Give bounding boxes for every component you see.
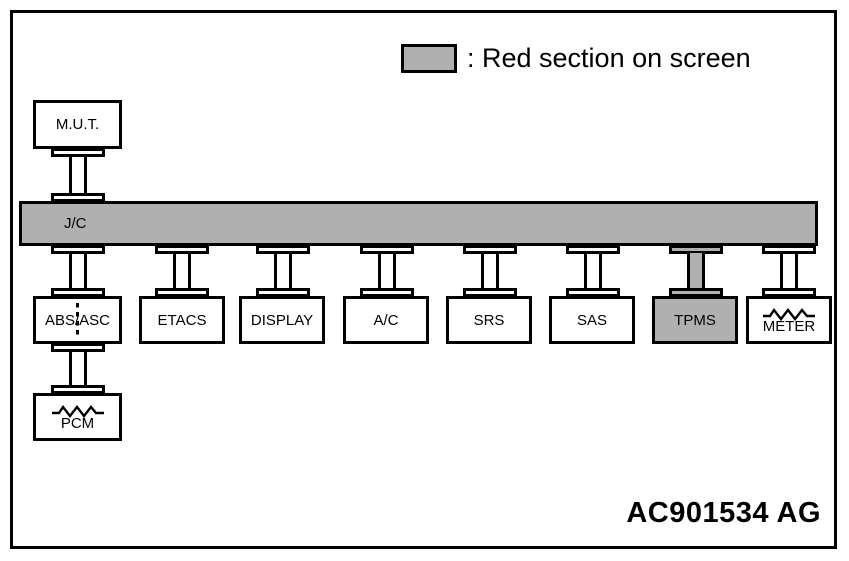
connector-jc-to-ac (360, 245, 414, 297)
node-meter-label: METER (762, 318, 816, 335)
connector-jc-to-meter (762, 245, 816, 297)
node-ac[interactable]: A/C (343, 296, 429, 344)
connector-cap-top (566, 245, 620, 254)
connector-mut-to-jc (51, 148, 105, 202)
connector-leg-right (84, 351, 87, 386)
connector-leg-right (393, 253, 396, 289)
connector-cap-bottom (669, 288, 723, 297)
connector-cap-top (669, 245, 723, 254)
node-tpms-label: TPMS (674, 311, 716, 329)
connector-cap-top (51, 148, 105, 157)
connector-cap-top (51, 343, 105, 352)
connector-jc-to-etacs (155, 245, 209, 297)
connector-jc-to-display (256, 245, 310, 297)
connector-jc-to-srs (463, 245, 517, 297)
resistor-icon (51, 404, 104, 418)
connector-leg-left (481, 253, 484, 289)
connector-leg-left (584, 253, 587, 289)
connector-cap-bottom (360, 288, 414, 297)
node-abs-asc[interactable]: ABS/ASC (33, 296, 122, 344)
legend-color-swatch (401, 44, 457, 73)
legend-label: : Red section on screen (467, 43, 751, 73)
connector-cap-bottom (51, 288, 105, 297)
node-etacs-label: ETACS (157, 311, 207, 329)
node-meter[interactable]: METER (746, 296, 832, 344)
node-sas-label: SAS (576, 311, 607, 329)
node-srs[interactable]: SRS (446, 296, 532, 344)
connector-cap-bottom (155, 288, 209, 297)
connector-cap-top (51, 245, 105, 254)
legend: : Red section on screen (401, 44, 751, 73)
bus-bar-jc-label: J/C (64, 215, 87, 232)
connector-cap-top (256, 245, 310, 254)
node-srs-label: SRS (473, 311, 505, 329)
node-ac-label: A/C (373, 311, 399, 329)
connector-cap-bottom (51, 193, 105, 202)
connector-leg-right (84, 253, 87, 289)
connector-leg-left (780, 253, 783, 289)
node-display-label: DISPLAY (250, 311, 314, 329)
node-display[interactable]: DISPLAY (239, 296, 325, 344)
connector-leg-left (69, 253, 72, 289)
connector-cap-bottom (566, 288, 620, 297)
connector-leg-left (69, 156, 72, 194)
node-pcm[interactable]: PCM (33, 393, 122, 441)
connector-cap-bottom (762, 288, 816, 297)
connector-leg-right (599, 253, 602, 289)
node-tpms[interactable]: TPMS (652, 296, 738, 344)
connector-leg-left (69, 351, 72, 386)
node-etacs[interactable]: ETACS (139, 296, 225, 344)
connector-leg-right (84, 156, 87, 194)
connector-cap-top (360, 245, 414, 254)
diagram-border (10, 10, 837, 549)
connector-cap-bottom (256, 288, 310, 297)
part-number: AC901534 AG (626, 497, 821, 529)
connector-leg-left (173, 253, 176, 289)
abs-asc-divider-line (76, 303, 79, 337)
connector-cap-bottom (463, 288, 517, 297)
resistor-icon (763, 307, 815, 321)
connector-cap-top (762, 245, 816, 254)
connector-post (687, 253, 705, 289)
connector-jc-to-sas (566, 245, 620, 297)
node-pcm-label: PCM (60, 415, 95, 432)
connector-leg-left (378, 253, 381, 289)
node-mut-label: M.U.T. (55, 116, 100, 133)
connector-leg-right (795, 253, 798, 289)
connector-leg-right (188, 253, 191, 289)
connector-jc-to-tpms (669, 245, 723, 297)
connector-cap-top (463, 245, 517, 254)
node-mut[interactable]: M.U.T. (33, 100, 122, 149)
connector-cap-bottom (51, 385, 105, 394)
connector-leg-right (496, 253, 499, 289)
connector-leg-right (289, 253, 292, 289)
connector-abs-asc-to-pcm (51, 343, 105, 394)
connector-jc-to-abs-asc (51, 245, 105, 297)
node-sas[interactable]: SAS (549, 296, 635, 344)
connector-leg-left (274, 253, 277, 289)
connector-cap-top (155, 245, 209, 254)
bus-bar-jc[interactable]: J/C (19, 201, 818, 246)
